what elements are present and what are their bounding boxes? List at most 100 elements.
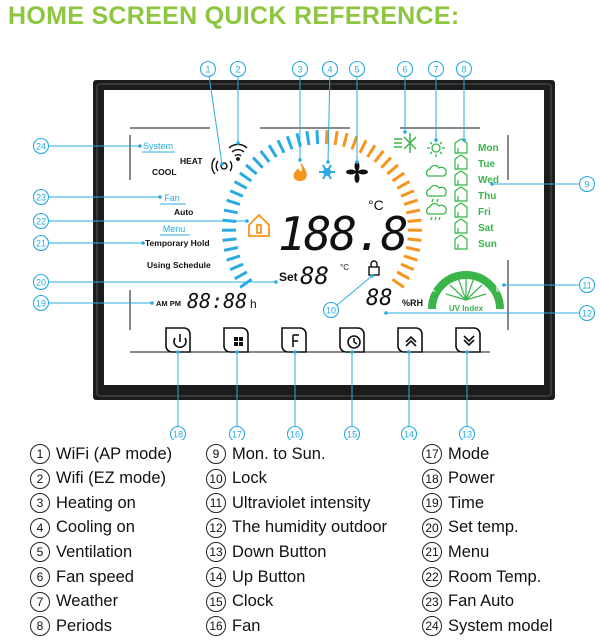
period-house-icon [454,202,468,218]
arc-tick [233,270,248,281]
arc-tick [226,254,241,262]
legend-number: 7 [30,591,50,612]
callout-5: 5 [348,60,366,164]
legend-text: Mode [448,444,490,463]
svg-text:23: 23 [36,193,46,203]
callout-18: 18 [169,350,187,440]
callout-15: 15 [343,350,361,440]
power-button[interactable] [165,327,191,353]
legend-text: The humidity outdoor [232,518,388,537]
arc-tick [285,135,294,150]
room-temp-house-icon [248,213,270,237]
arc-tick [407,237,422,242]
left-menu: System HEAT COOL Fan Auto Menu Temporary… [142,141,211,270]
heat-label: HEAT [180,156,203,166]
svg-text:6: 6 [402,65,407,75]
fan-button[interactable] [281,327,307,353]
clock-icon [347,335,361,349]
svg-text:1: 1 [205,65,210,75]
svg-text:15: 15 [347,430,357,440]
fan-label: Fan [164,193,180,203]
callout-16: 16 [286,350,304,440]
legend-number: 19 [422,493,442,514]
arc-tick [350,135,359,150]
fan-icon [346,161,368,183]
fan-letter-icon [292,334,299,347]
main-temp-unit: °C [368,197,384,213]
svg-text:8: 8 [461,65,466,75]
uv-sun-rays [445,276,487,301]
callout-2: 2 [229,60,247,145]
clock-suffix: h [250,297,257,311]
svg-text:20: 20 [36,278,46,288]
legend-number: 3 [30,493,50,514]
callout-11: 11 [502,276,596,294]
legend-text: Fan speed [56,567,134,586]
uv-scale-label: E [496,287,500,293]
svg-text:24: 24 [36,142,46,152]
svg-text:22: 22 [36,217,46,227]
arc-tick [396,180,411,190]
main-temperature: 188.8 [278,207,407,261]
device-bezel-highlight [96,83,552,397]
legend-number: 22 [422,567,442,587]
legend-number: 5 [30,542,50,563]
legend-number: 15 [206,591,226,612]
callout-7: 7 [427,60,445,142]
legend-number: 13 [206,542,226,563]
callout-14: 14 [400,350,418,440]
arc-tick [403,198,418,206]
svg-text:19: 19 [36,299,46,309]
arc-tick [223,246,239,252]
legend-text: Menu [448,542,490,561]
callout-1: 1 [199,60,224,166]
arc-tick [373,150,385,163]
legend-text: Wifi (EZ mode) [56,469,167,488]
humidity-unit: %RH [402,298,423,308]
uv-scale-label: L [432,287,436,293]
arc-tick [238,171,253,183]
callout-8: 8 [455,60,473,142]
down-button[interactable] [455,327,481,353]
arc-tick [315,130,320,145]
legend-text: Mon. to Sun. [232,444,326,463]
arc-tick [305,130,311,146]
legend-text: Heating on [56,493,136,512]
thermostat-diagram: System HEAT COOL Fan Auto Menu Temporary… [32,60,596,440]
legend-number: 12 [206,517,226,538]
mode-button[interactable] [223,327,249,353]
legend-number: 2 [30,468,50,489]
menu-label: Menu [163,224,186,234]
uv-index-label: UV Index [449,304,484,313]
arc-tick [405,208,421,215]
period-house-icon [454,138,468,154]
set-label: Set [279,270,298,284]
arc-tick [386,163,399,176]
humidity-digits: 88 [366,286,393,311]
snowflake-icon [319,164,335,180]
svg-text:18: 18 [173,430,183,440]
arc-tick [396,270,411,281]
callout-19: 19 [32,294,154,312]
set-temp-unit: °C [340,263,349,272]
period-house-icon [454,170,468,186]
using-schedule-label: Using Schedule [147,260,211,270]
clock-button[interactable] [339,327,365,353]
callout-22: 22 [32,212,249,230]
callout-12: 12 [384,304,596,322]
uv-scale-label: VH [481,271,489,277]
arc-tick [226,198,241,206]
legend-text: Down Button [232,542,327,561]
uv-scale-label: M [444,271,449,277]
cloud-icon [425,164,447,177]
period-house-icon [454,234,468,250]
callout-9: 9 [490,175,596,193]
up-button[interactable] [397,327,423,353]
day-label: Fri [478,207,491,218]
